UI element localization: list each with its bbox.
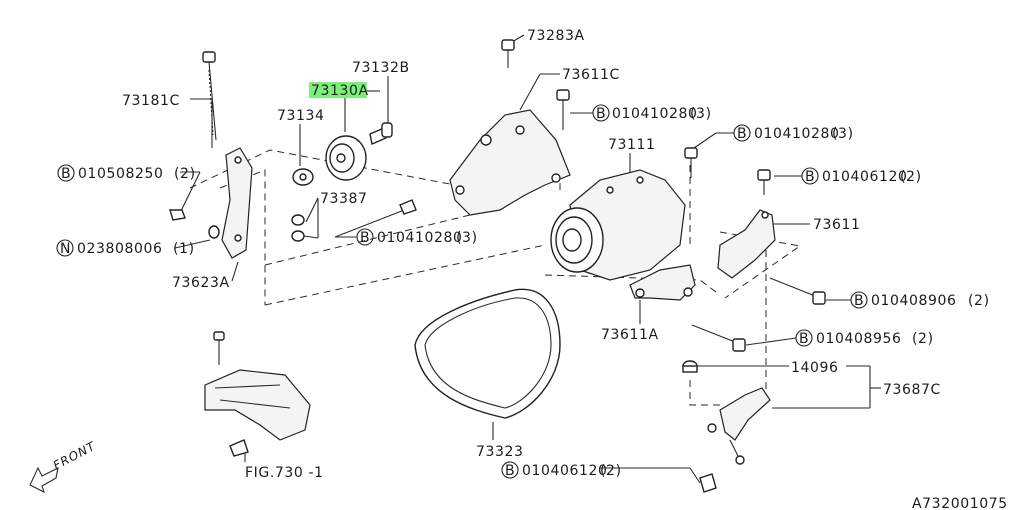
label-73611A[interactable]: 73611A [601, 327, 659, 343]
small-hardware [169, 168, 314, 242]
svg-text:010410280: 010410280 [612, 106, 698, 122]
diagram-code: A732001075 [912, 496, 1008, 510]
label-73687C[interactable]: 73687C [883, 382, 941, 398]
svg-text:(2): (2) [912, 331, 934, 347]
svg-text:(3): (3) [690, 106, 712, 122]
bolt-callout-010406120-bottom[interactable]: B 010406120 (2) [501, 461, 622, 479]
bolt-callout-010408906[interactable]: B 010408906 (2) [850, 291, 990, 309]
label-73132B[interactable]: 73132B [352, 60, 410, 76]
svg-text:010406120: 010406120 [522, 463, 608, 479]
svg-text:B: B [737, 126, 747, 142]
label-fig-730[interactable]: FIG.730 -1 [245, 465, 324, 481]
front-arrow-icon [29, 466, 59, 494]
label-73623A[interactable]: 73623A [172, 275, 230, 291]
svg-text:B: B [360, 230, 370, 246]
svg-text:B: B [805, 169, 815, 185]
svg-text:(2): (2) [174, 166, 196, 182]
svg-text:(2): (2) [900, 169, 922, 185]
belt-cover-fig730[interactable] [204, 331, 311, 457]
bolt-top-center[interactable] [556, 89, 570, 130]
label-73387[interactable]: 73387 [320, 191, 368, 207]
svg-text:B: B [61, 166, 71, 182]
bolt-callout-010410280-top[interactable]: B 010410280 (3) [592, 104, 712, 122]
svg-text:(2): (2) [600, 463, 622, 479]
bolt-mid-left[interactable] [399, 199, 417, 215]
bolt-callout-010406120-top[interactable]: B 010406120 (2) [801, 167, 922, 185]
label-73130A[interactable]: 73130A [311, 83, 369, 99]
bolt-bottom-right[interactable] [699, 473, 717, 493]
svg-text:(1): (1) [173, 241, 195, 257]
pulley-bolt-73132B[interactable] [369, 122, 393, 145]
long-bolt-73181C[interactable] [202, 51, 217, 141]
bolt-callout-010408956[interactable]: B 010408956 (2) [795, 329, 934, 347]
bolt-73283A[interactable] [501, 39, 515, 68]
bolt-callout-010410280-right[interactable]: B 010410280 (3) [733, 124, 854, 142]
bracket-73687C[interactable] [707, 387, 771, 465]
label-73323[interactable]: 73323 [476, 444, 524, 460]
svg-text:B: B [505, 463, 515, 479]
long-bolt-010408956[interactable] [691, 324, 746, 352]
label-73181C[interactable]: 73181C [122, 93, 180, 109]
label-14096[interactable]: 14096 [791, 360, 839, 376]
collar-14096[interactable] [682, 360, 698, 373]
selected-part-highlight [309, 82, 367, 98]
compressor-bracket-73611A[interactable] [629, 264, 696, 301]
svg-text:010408956: 010408956 [816, 331, 902, 347]
ac-compressor-73111[interactable] [550, 169, 686, 281]
svg-text:N: N [60, 241, 71, 257]
bolt-callout-010508250[interactable]: B 010508250 (2) [57, 164, 196, 182]
compressor-bracket-73611C[interactable] [449, 109, 571, 216]
svg-text:B: B [799, 331, 809, 347]
svg-text:(3): (3) [456, 230, 478, 246]
idler-bracket-73623A[interactable] [221, 147, 253, 259]
label-73283A[interactable]: 73283A [527, 28, 585, 44]
svg-text:B: B [854, 293, 864, 309]
svg-text:010508250: 010508250 [78, 166, 164, 182]
svg-text:(2): (2) [968, 293, 990, 309]
drive-belt-73323[interactable] [414, 288, 561, 419]
svg-text:010406120: 010406120 [822, 169, 908, 185]
svg-text:023808006: 023808006 [77, 241, 163, 257]
compressor-bracket-73611[interactable] [717, 209, 776, 279]
bolt-right-1[interactable] [684, 147, 698, 178]
label-73111[interactable]: 73111 [608, 137, 656, 153]
svg-text:010410280: 010410280 [754, 126, 840, 142]
svg-text:(3): (3) [832, 126, 854, 142]
bolt-callout-010410280-mid[interactable]: B 010410280 (3) [356, 228, 478, 246]
svg-text:010410280: 010410280 [377, 230, 463, 246]
label-73611C[interactable]: 73611C [562, 67, 620, 83]
label-73611[interactable]: 73611 [813, 217, 861, 233]
nut-callout-023808006[interactable]: N 023808006 (1) [56, 239, 195, 257]
idler-pulley-73130A[interactable] [325, 135, 367, 181]
label-73134[interactable]: 73134 [277, 108, 325, 124]
bolt-right-2[interactable] [757, 169, 771, 195]
svg-text:B: B [596, 106, 606, 122]
long-bolt-010408906[interactable] [769, 277, 826, 305]
svg-text:010408906: 010408906 [871, 293, 957, 309]
